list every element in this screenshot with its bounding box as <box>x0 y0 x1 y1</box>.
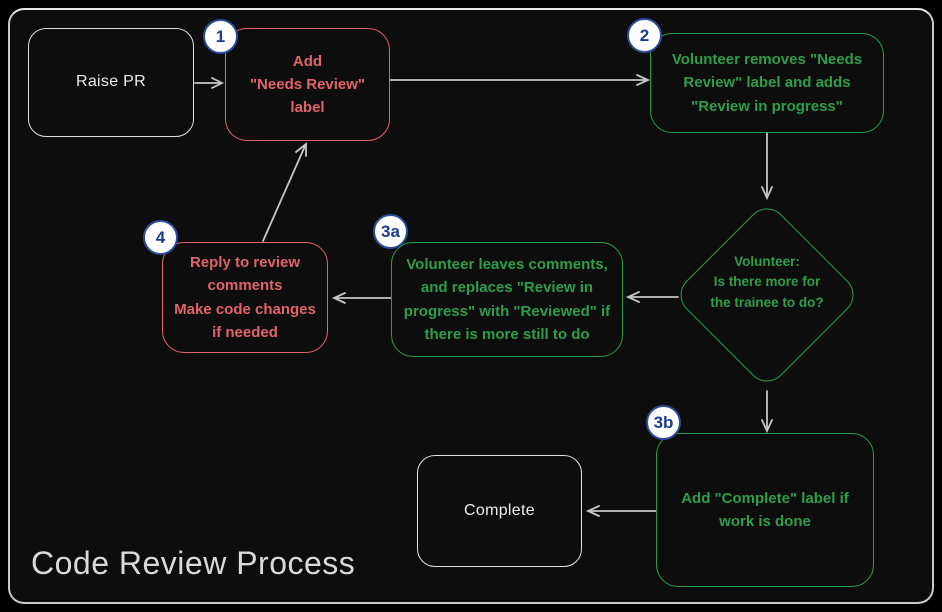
node-text-line: Make code changes <box>174 300 316 318</box>
node-text-line: Review" label and adds <box>683 74 851 92</box>
arrow-decision-to-box3a <box>625 291 679 303</box>
node-text-line: label <box>290 99 325 117</box>
node-text-line: if needed <box>212 323 278 341</box>
diagram-title: Code Review Process <box>31 545 356 581</box>
arrow-box3a-to-box4 <box>331 292 392 304</box>
node-label: Complete <box>464 501 535 519</box>
node-reply-to-review-comments[interactable]: Reply to review comments Make code chang… <box>162 242 328 353</box>
node-text-line: the trainee to do? <box>710 294 824 310</box>
node-text-line: Volunteer removes "Needs <box>671 51 863 69</box>
node-text-line: Reply to review <box>189 254 301 271</box>
node-text-line: Add "Complete" label if <box>681 489 849 507</box>
arrow-box1-to-box2 <box>389 74 651 86</box>
arrow-raisepr-to-box1 <box>194 77 225 89</box>
step-badge-4: 4 <box>143 220 178 255</box>
node-text-line: and replaces "Review in <box>420 279 594 297</box>
arrow-box3b-to-complete <box>585 505 657 517</box>
node-text-line: there is more still to do <box>424 325 590 343</box>
node-volunteer-removes-label[interactable]: Volunteer removes "Needs Review" label a… <box>650 33 884 133</box>
node-text-line: Is there more for <box>713 274 821 290</box>
step-badge-1: 1 <box>203 19 238 54</box>
node-volunteer-leaves-comments[interactable]: Volunteer leaves comments, and replaces … <box>391 242 623 357</box>
node-complete[interactable]: Complete <box>417 455 582 567</box>
node-add-complete-label[interactable]: Add "Complete" label if work is done <box>656 433 874 587</box>
arrow-decision-to-box3b <box>761 390 773 434</box>
node-raise-pr[interactable]: Raise PR <box>28 28 194 137</box>
node-text-line: work is done <box>719 513 811 530</box>
node-label: Raise PR <box>76 73 146 91</box>
node-text-line: progress" with "Reviewed" if <box>403 302 611 320</box>
step-badge-3a: 3a <box>373 214 408 249</box>
node-text-line: Volunteer leaves comments, <box>406 256 608 273</box>
node-text-line: Add <box>292 52 323 70</box>
node-text-line: Volunteer: <box>734 254 800 269</box>
node-text-line: comments <box>207 277 283 295</box>
node-text-line: "Review in progress" <box>691 97 843 115</box>
node-text-line: "Needs Review" <box>249 75 366 93</box>
step-badge-2: 2 <box>627 18 662 53</box>
arrow-box2-to-decision <box>761 132 773 201</box>
step-badge-3b: 3b <box>646 405 681 440</box>
decision-diamond-text: Volunteer: Is there more for the trainee… <box>677 252 857 313</box>
arrow-box4-to-box1 <box>262 142 307 242</box>
node-add-needs-review-label[interactable]: Add "Needs Review" label <box>225 28 390 141</box>
